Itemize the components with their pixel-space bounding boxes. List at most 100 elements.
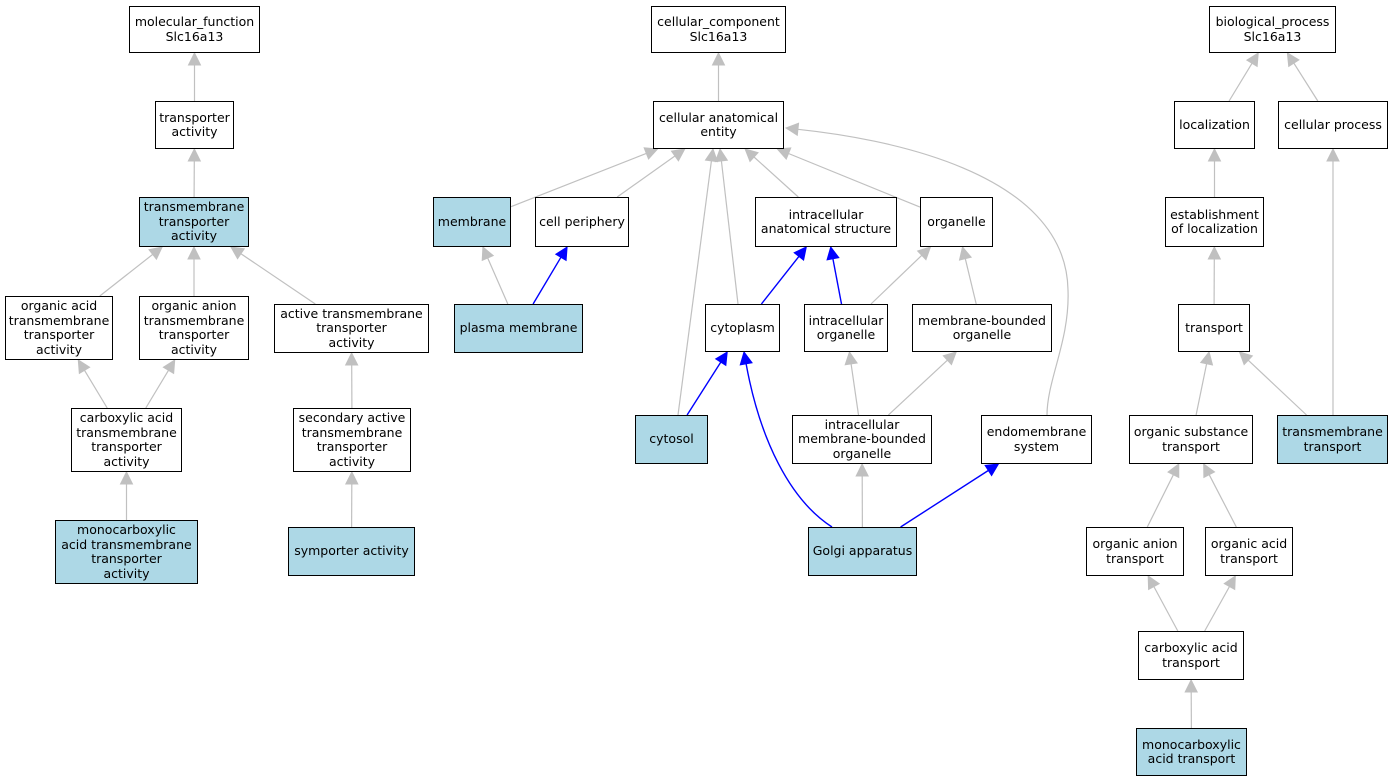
term-node-cell-periphery[interactable]: cell periphery [535,197,629,247]
edge-intracellular-organelle-to-organelle-arrowhead [916,246,932,261]
term-node-intracellular-as[interactable]: intracellular anatomical structure [755,197,897,247]
edge-monocarboxylic-tm-to-carboxylic-acid-tm-arrowhead [119,470,134,485]
edge-organic-substance-transport-to-transport [1195,363,1208,416]
edge-secondary-active-tm-to-active-tm-arrowhead [344,351,359,366]
edge-golgi-to-cytoplasm-arrowhead [739,350,753,366]
term-node-membrane[interactable]: membrane [433,197,511,247]
edge-tm-transport-to-transport-arrowhead [1238,351,1254,366]
edge-golgi-to-imb-organelle-arrowhead [855,462,869,477]
edge-intracellular-organelle-to-organelle [870,254,923,305]
term-node-monocarboxylic-tm[interactable]: monocarboxylic acid transmembrane transp… [55,520,198,584]
term-node-localization[interactable]: localization [1174,101,1255,149]
edge-endomembrane-to-cae [797,128,1069,416]
edge-carboxylic-acid-tm-to-organic-anion-tm [145,369,170,409]
edge-organelle-to-cae-arrowhead [776,147,792,161]
edge-plasma-membrane-to-membrane [487,257,509,305]
term-node-mb-organelle[interactable]: membrane-bounded organelle [912,304,1052,352]
term-node-symporter[interactable]: symporter activity [288,527,415,576]
edge-cae-to-cc-root-arrowhead [711,51,726,66]
edge-est-localization-to-localization-arrowhead [1207,147,1222,162]
term-node-monocarboxylic-transport[interactable]: monocarboxylic acid transport [1136,728,1247,776]
edge-membrane-to-cae-arrowhead [643,147,659,160]
term-node-secondary-active-tm[interactable]: secondary active transmembrane transport… [293,408,411,472]
term-node-cytoplasm[interactable]: cytoplasm [705,304,780,352]
edge-cell-periphery-to-cae [616,155,676,198]
term-node-carboxylic-acid-transport[interactable]: carboxylic acid transport [1138,631,1244,680]
edge-organic-anion-tm-to-tm-transporter-activity-arrowhead [187,245,201,260]
term-node-organic-acid-tm[interactable]: organic acid transmembrane transporter a… [5,296,113,360]
edge-carboxylic-acid-tm-to-organic-anion-tm-arrowhead [162,359,176,375]
edge-tm-transport-to-cellular-process-arrowhead [1326,147,1340,162]
edge-cytosol-to-cytoplasm-arrowhead [714,351,728,367]
edge-organic-anion-transport-to-organic-substance-transport-arrowhead [1167,463,1180,479]
term-node-organelle[interactable]: organelle [920,197,993,247]
edge-carboxylic-acid-tm-to-organic-acid-tm [83,369,108,409]
term-node-bp-root[interactable]: biological_process Slc16a13 [1209,6,1336,53]
edge-cytosol-to-cae-arrowhead [704,147,719,163]
term-node-cc-root[interactable]: cellular_component Slc16a13 [651,6,786,53]
edge-plasma-membrane-to-cell-periphery [532,256,562,305]
edge-plasma-membrane-to-cell-periphery-arrowhead [554,246,568,262]
edge-tm-transport-to-transport [1247,359,1307,416]
edge-organic-acid-tm-to-tm-transporter-activity [99,253,154,297]
edge-localization-to-bp-root-arrowhead [1245,52,1259,68]
term-node-imb-organelle[interactable]: intracellular membrane-bounded organelle [792,415,932,464]
edge-cellular-process-to-bp-root [1293,62,1319,102]
edge-imb-organelle-to-intracellular-organelle-arrowhead [844,350,858,366]
edge-mb-organelle-to-organelle [964,258,977,305]
edge-golgi-to-cytoplasm [745,363,833,528]
term-node-est-localization[interactable]: establishment of localization [1165,197,1264,247]
edge-symporter-to-secondary-active-tm-arrowhead [344,470,359,485]
term-node-intracellular-organelle[interactable]: intracellular organelle [804,304,888,352]
edge-organic-acid-transport-to-organic-substance-transport [1208,474,1237,528]
edge-intracellular-as-to-cae [753,156,799,198]
edge-carboxylic-acid-transport-to-organic-acid-transport-arrowhead [1223,575,1236,591]
edge-transport-to-est-localization-arrowhead [1207,245,1222,260]
term-node-organic-substance-transport[interactable]: organic substance transport [1129,415,1253,464]
edge-cytoplasm-to-intracellular-as [760,255,800,305]
edge-intracellular-organelle-to-intracellular-as [832,258,843,305]
term-node-tm-transport[interactable]: transmembrane transport [1277,415,1388,464]
edge-tm-transporter-activity-to-transporter-activity-arrowhead [187,147,202,162]
edge-carboxylic-acid-transport-to-organic-anion-transport [1153,586,1179,632]
term-node-endomembrane[interactable]: endomembrane system [981,415,1092,464]
term-node-organic-acid-transport[interactable]: organic acid transport [1205,527,1293,576]
term-node-tm-transporter-activity[interactable]: transmembrane transporter activity [139,197,249,247]
edge-transporter-activity-to-mf-root-arrowhead [187,51,202,66]
edge-intracellular-organelle-to-intracellular-as-arrowhead [826,245,840,261]
edge-endomembrane-to-cae-arrowhead [784,122,800,137]
edge-carboxylic-acid-transport-to-organic-anion-transport-arrowhead [1147,575,1161,591]
term-node-plasma-membrane[interactable]: plasma membrane [454,304,583,353]
edge-imb-organelle-to-mb-organelle [887,359,948,416]
edge-golgi-to-endomembrane [900,469,989,528]
edge-organelle-to-cae [788,152,921,208]
edge-organic-anion-transport-to-organic-substance-transport [1146,474,1174,528]
edge-imb-organelle-to-mb-organelle-arrowhead [942,351,957,366]
term-node-cytosol[interactable]: cytosol [635,415,708,464]
edge-cytoplasm-to-cae-arrowhead [714,147,729,163]
edge-mb-organelle-to-organelle-arrowhead [958,245,973,261]
term-node-organic-anion-tm[interactable]: organic anion transmembrane transporter … [139,296,249,360]
edge-cell-periphery-to-cae-arrowhead [670,148,686,162]
edge-cytosol-to-cytoplasm [686,361,722,416]
edge-intracellular-as-to-cae-arrowhead [744,148,759,163]
edge-golgi-to-endomembrane-arrowhead [984,463,1000,477]
term-node-cellular-process[interactable]: cellular process [1278,101,1388,149]
term-node-mf-root[interactable]: molecular_function Slc16a13 [129,6,260,53]
term-node-carboxylic-acid-tm[interactable]: carboxylic acid transmembrane transporte… [71,408,182,472]
term-node-transport[interactable]: transport [1178,304,1250,352]
edge-monocarboxylic-transport-to-carboxylic-acid-transport-arrowhead [1184,678,1199,693]
term-node-active-tm[interactable]: active transmembrane transporter activit… [274,304,429,353]
term-node-cae[interactable]: cellular anatomical entity [653,101,784,149]
edge-plasma-membrane-to-membrane-arrowhead [481,245,495,262]
edge-carboxylic-acid-transport-to-organic-acid-transport [1204,586,1231,632]
edge-active-tm-to-tm-transporter-activity [240,253,316,305]
edge-cytosol-to-cae [677,160,712,416]
edge-organic-acid-tm-to-tm-transporter-activity-arrowhead [148,246,164,261]
term-node-organic-anion-transport[interactable]: organic anion transport [1086,527,1184,576]
term-node-transporter-activity[interactable]: transporter activity [155,101,234,149]
edge-cytoplasm-to-intracellular-as-arrowhead [793,246,807,262]
term-node-golgi[interactable]: Golgi apparatus [808,527,917,576]
